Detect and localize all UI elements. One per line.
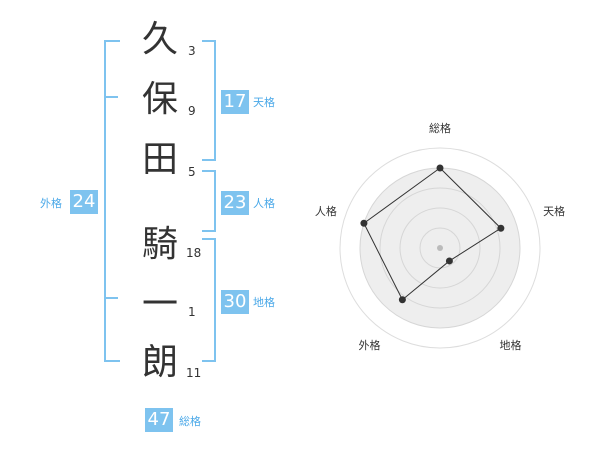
stroke-count-3: 5 [188, 165, 196, 179]
radar-axis-label-5: 人格 [315, 204, 337, 218]
name-char-3: 田 [141, 139, 178, 180]
radar-ring-2 [399, 207, 481, 289]
radar-point-1 [436, 164, 444, 172]
radar-axis-label-1: 総格 [429, 121, 451, 135]
jinkaku-bracket [202, 170, 216, 232]
tenkaku-value: 17 [221, 90, 249, 114]
name-char-4: 騎 [141, 224, 178, 265]
tenkaku-label: 天格 [253, 96, 275, 109]
stroke-count-2: 9 [188, 104, 196, 118]
radar-point-5 [360, 219, 368, 227]
chikaku-bracket [202, 238, 216, 362]
radar-series-polygon [363, 167, 502, 301]
name-char-5: 一 [141, 284, 178, 325]
outer-bracket-tick-2 [104, 297, 118, 299]
radar-axis-label-4: 外格 [358, 338, 380, 352]
soukaku-value: 47 [145, 408, 173, 432]
jinkaku-label: 人格 [253, 197, 275, 210]
stroke-count-1: 3 [188, 44, 196, 58]
outer-bracket-tick [104, 96, 118, 98]
radar-ring-3 [379, 187, 501, 309]
soukaku-label: 総格 [179, 415, 201, 428]
stroke-count-6: 11 [186, 366, 202, 380]
radar-point-3 [445, 257, 453, 265]
chikaku-value: 30 [221, 290, 249, 314]
radar-point-2 [497, 224, 505, 232]
radar-axis-label-3: 地格 [500, 338, 522, 352]
chikaku-label: 地格 [253, 296, 275, 309]
stroke-count-5: 1 [188, 305, 196, 319]
outer-bracket [104, 40, 120, 362]
gaikaku-label: 外格 [40, 197, 62, 210]
tenkaku-bracket [202, 40, 216, 161]
radar-axis-label-2: 天格 [543, 204, 565, 218]
name-char-2: 保 [141, 79, 178, 120]
jinkaku-value: 23 [221, 191, 249, 215]
radar-point-4 [398, 296, 406, 304]
name-char-6: 朗 [141, 342, 178, 383]
name-char-1: 久 [141, 19, 178, 60]
stroke-count-4: 18 [186, 246, 202, 260]
radar-center-dot [437, 245, 443, 251]
gaikaku-value: 24 [70, 190, 98, 214]
radar-ring-1 [419, 227, 461, 269]
